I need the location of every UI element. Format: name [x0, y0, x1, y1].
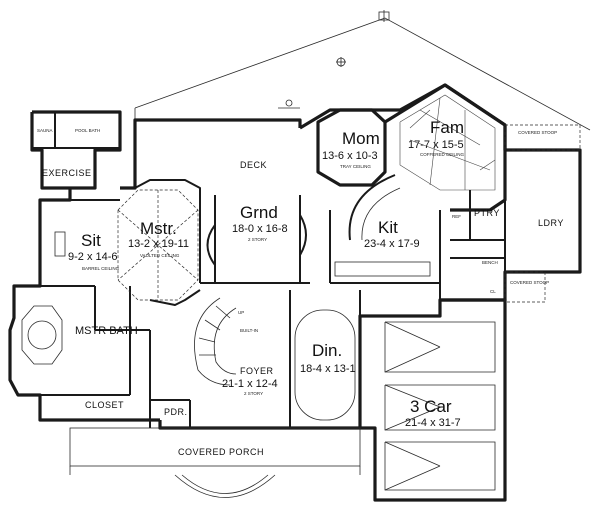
label-closet: CLOSET	[85, 400, 124, 410]
label-kit-name: Kit	[378, 218, 398, 237]
label-mom-note: TRAY CEILING	[340, 164, 371, 169]
label-din-name: Din.	[312, 341, 342, 360]
label-foyer-note: 2 STORY	[244, 391, 263, 396]
mstr-vaulted-ceiling	[117, 189, 199, 301]
label-ptry: PTRY	[474, 208, 500, 218]
label-pool-bath: POOL BATH	[75, 128, 100, 133]
label-covered-stoop-top: COVERED STOOP	[518, 130, 557, 135]
garage-doors	[384, 321, 496, 491]
covered-stoop-top-outline	[504, 124, 581, 151]
label-grnd-dim: 18-0 x 16-8	[232, 223, 288, 235]
label-exercise: EXERCISE	[42, 168, 92, 178]
label-pdr: PDR.	[164, 407, 188, 417]
fam-coffered-grid	[399, 94, 496, 191]
label-kit-dim: 23-4 x 17-9	[364, 238, 420, 250]
label-mstr-bath: MSTR BATH	[75, 325, 138, 337]
label-built-in: BUILT-IN	[240, 328, 258, 333]
foyer-stair	[194, 297, 237, 386]
label-car-dim: 21-4 x 31-7	[405, 417, 461, 429]
label-covered-porch: COVERED PORCH	[178, 447, 264, 457]
deck-outline	[134, 10, 591, 131]
covered-porch	[69, 427, 361, 498]
label-foyer-dim: 21-1 x 12-4	[222, 378, 278, 390]
label-grnd-name: Grnd	[240, 203, 278, 222]
mstr-bath-tub	[21, 305, 63, 365]
label-bench: BENCH	[482, 260, 498, 265]
label-mstr-dim: 13-2 x 19-11	[128, 238, 189, 250]
label-mstr-name: Mstr.	[140, 219, 177, 238]
label-ref: REF	[452, 214, 461, 219]
label-covered-stoop-bottom: COVERED STOOP	[510, 280, 549, 285]
label-mom-name: Mom	[342, 129, 380, 148]
covered-stoop-bottom-outline	[504, 271, 546, 303]
label-sit-dim: 9-2 x 14-6	[68, 251, 118, 263]
grand-bays	[54, 214, 307, 266]
label-fam-dim: 17-7 x 15-5	[408, 139, 464, 151]
label-sauna: SAUNA	[37, 128, 53, 133]
kitchen-island	[334, 174, 431, 277]
label-fam-note: COFFERED CEILING	[420, 152, 465, 157]
label-deck: DECK	[240, 160, 267, 170]
label-car-name: 3 Car	[410, 397, 452, 416]
label-sit-note: BARREL CEILING	[82, 266, 120, 271]
label-mstr-note: VAULTED CEILING	[140, 253, 180, 258]
label-up: UP	[238, 310, 244, 315]
label-cl: CL	[490, 289, 496, 294]
label-foyer-name: FOYER	[240, 366, 274, 376]
label-sit-name: Sit	[81, 231, 101, 250]
interior-walls	[40, 179, 506, 428]
dining-ceiling	[294, 309, 356, 421]
room-labels: SAUNA POOL BATH EXERCISE DECK Mom 13-6 x…	[37, 118, 564, 457]
label-ldry: LDRY	[538, 218, 564, 228]
label-mom-dim: 13-6 x 10-3	[322, 150, 378, 162]
label-din-dim: 18-4 x 13-1	[300, 363, 356, 375]
label-grnd-note: 2 STORY	[248, 237, 267, 242]
label-fam-name: Fam	[430, 118, 464, 137]
